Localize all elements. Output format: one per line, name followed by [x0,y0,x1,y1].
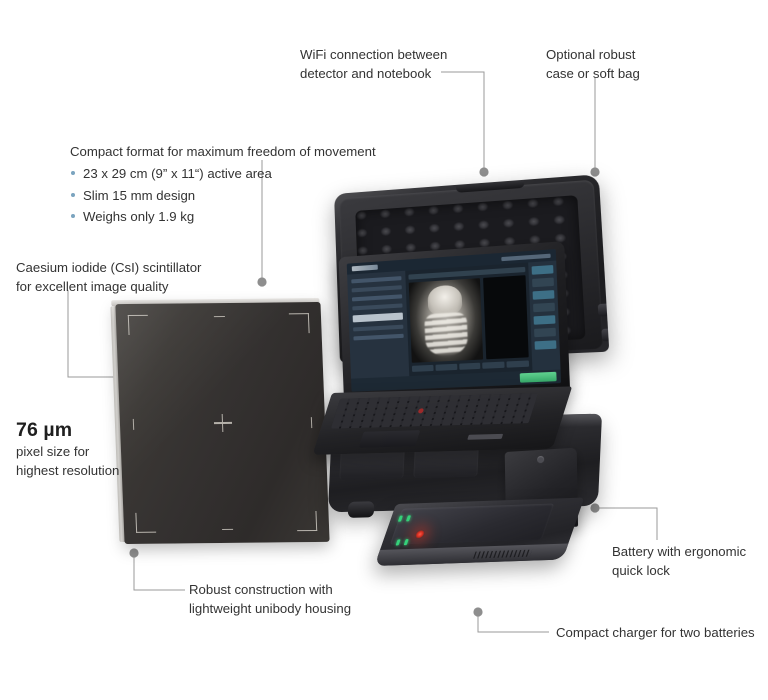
callout-optional-case: Optional robust case or soft bag [546,46,640,83]
tool-button [532,278,554,288]
charger-status-leds [396,539,409,545]
tool-button [533,290,555,300]
detector-surface [115,302,329,544]
case-wheel [348,501,375,518]
tool-button [534,315,556,325]
edge-tick-icon [133,419,135,430]
charger-vents [473,550,532,559]
radiograph-empty-slot [483,275,529,359]
led-indicator-icon [398,516,403,522]
notebook-brand-logo [467,434,503,440]
battery-charger [396,452,596,582]
compact-format-header: Compact format for maximum freedom of mo… [70,141,376,162]
notebook-keyboard [331,393,538,428]
leader-line-robust [134,557,185,590]
radiograph-image [409,278,483,363]
sidebar-selected-row [353,313,403,323]
charger-front-face [374,543,568,565]
thumbnail-strip [412,360,529,371]
callout-compact-charger: Compact charger for two batteries [556,624,755,643]
software-primary-action-button [520,372,557,383]
notebook-computer [332,257,572,457]
software-sidebar [347,271,409,379]
list-item: Slim 15 mm design [70,185,376,206]
tool-button [534,328,556,337]
sidebar-field [352,285,402,292]
leader-line-charger [478,616,549,632]
thumbnail-item [459,363,481,370]
notebook-base [312,386,572,455]
notebook-lid [339,241,571,401]
rugged-case-with-notebook [316,185,606,485]
sidebar-field [353,334,403,341]
corner-marker-icon [135,513,156,533]
charger-deck [374,498,584,566]
list-item: Weighs only 1.9 kg [70,206,376,227]
callout-compact-format: Compact format for maximum freedom of mo… [70,141,376,228]
sidebar-field [352,303,402,310]
charger-top-surface [390,503,554,544]
edge-tick-icon [213,316,224,317]
leader-dot-robust [129,548,138,557]
flat-panel-detector [115,302,329,544]
thumbnail-item [412,365,433,372]
charger-status-leds [398,515,411,521]
edge-tick-icon [222,529,233,530]
callout-battery-quick-lock: Battery with ergonomic quick lock [612,543,746,580]
thumbnail-item [435,364,457,371]
thumbnail-item [507,360,529,367]
corner-marker-icon [289,313,310,333]
leader-dot-wifi [479,167,488,176]
leader-dot-case [590,167,599,176]
pixel-size-value: 76 µm [16,419,119,441]
compact-format-bullet-list: 23 x 29 cm (9” x 11“) active area Slim 1… [70,163,376,227]
thumbnail-item [483,362,505,369]
sidebar-field [351,276,401,283]
callout-pixel-size: 76 µm pixel size for highest resolution [16,419,119,480]
corner-marker-icon [128,315,149,335]
tool-button [532,265,554,275]
callout-wifi-connection: WiFi connection between detector and not… [300,46,447,83]
pixel-size-description: pixel size for highest resolution [16,443,119,480]
list-item: 23 x 29 cm (9” x 11“) active area [70,163,376,184]
leader-dot-compact [257,277,266,286]
center-crosshair-icon [213,414,232,432]
leader-dot-charger [473,607,482,616]
leader-line-wifi [441,72,484,168]
tool-button [533,303,555,313]
sidebar-field [353,325,403,332]
software-tool-rail [528,261,560,371]
software-title-placeholder [501,253,550,261]
edge-tick-icon [311,417,313,428]
notebook-screen [347,249,561,392]
sidebar-field [352,294,402,301]
software-workspace [347,261,560,379]
software-logo-icon [352,265,378,272]
leader-line-battery [599,508,657,540]
callout-csi-scintillator: Caesium iodide (CsI) scintillator for ex… [16,259,201,296]
corner-marker-icon [296,511,317,531]
callout-robust-construction: Robust construction with lightweight uni… [189,581,351,618]
notebook-touchpad [359,430,421,448]
radiograph-area [409,275,529,363]
tool-button [535,340,557,349]
image-viewer-panel [405,262,532,376]
led-indicator-icon [396,539,401,545]
